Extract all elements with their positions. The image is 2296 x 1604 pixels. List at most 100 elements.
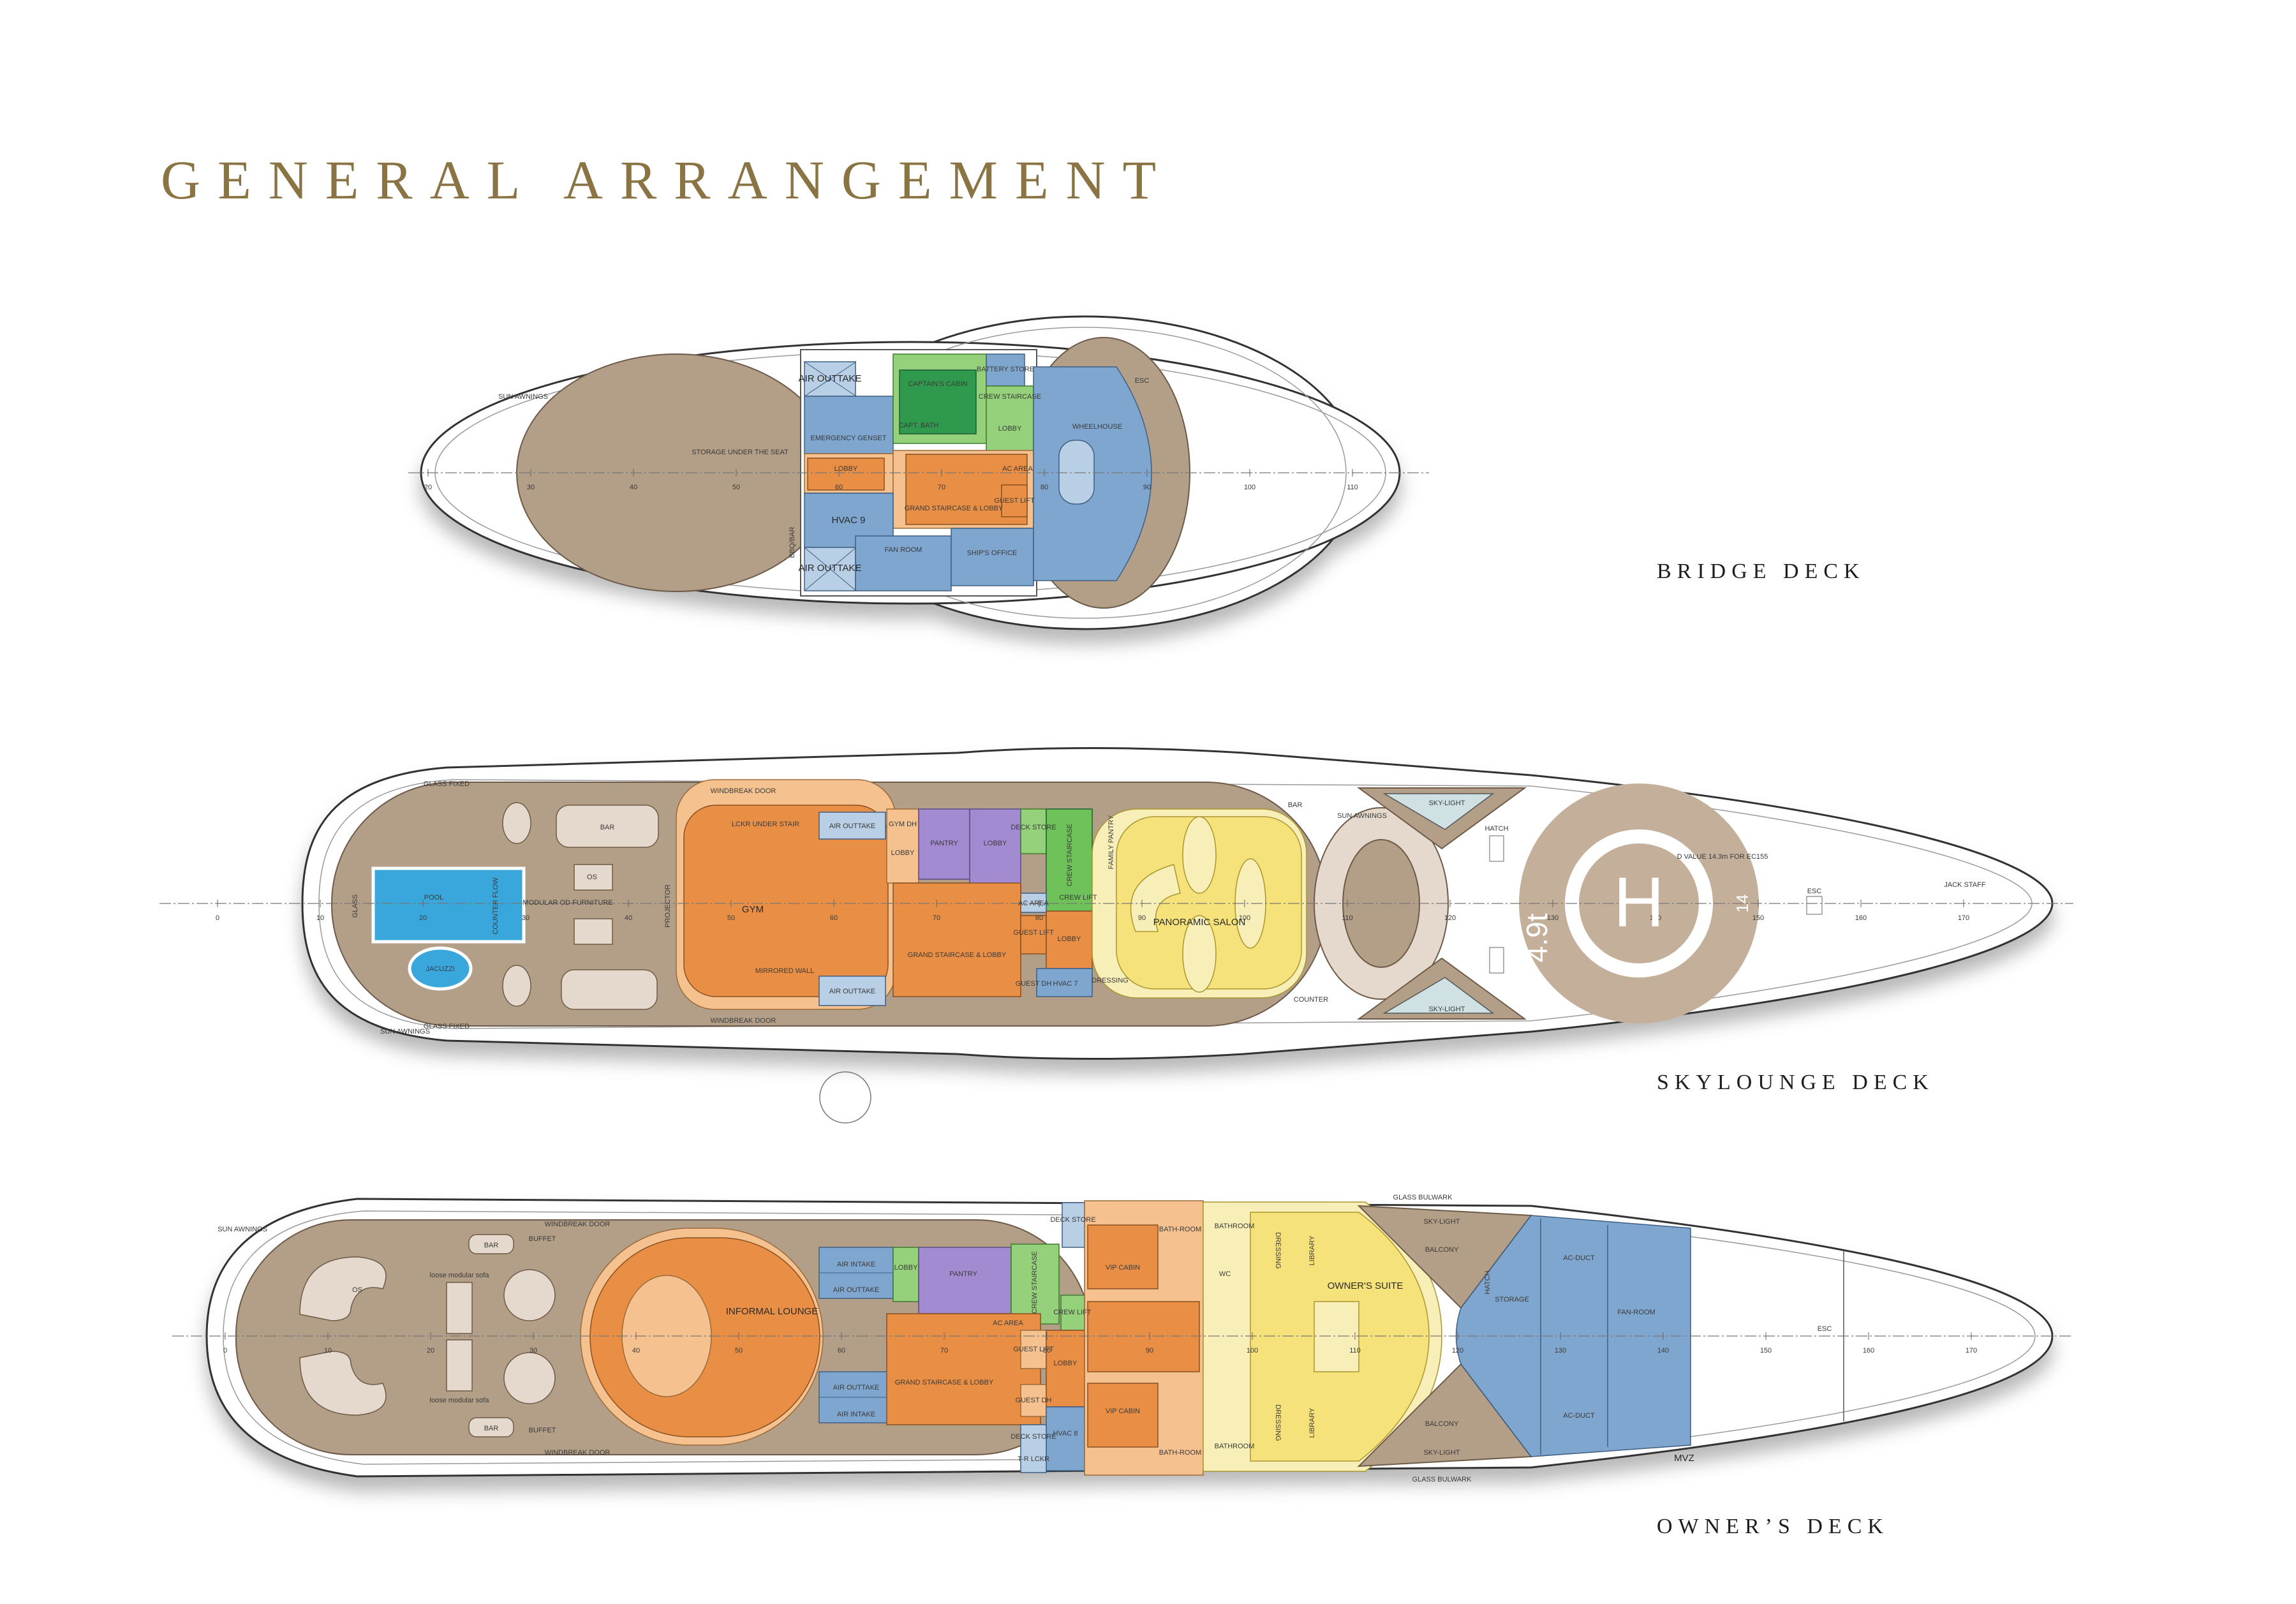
room-label: FAMILY PANTRY xyxy=(1107,815,1115,869)
helipad-weight-marking: 4.9t xyxy=(1520,913,1553,962)
bridge-guest-lift xyxy=(1001,484,1028,517)
aft-bar xyxy=(556,805,659,848)
room-label: COUNTER FLOW xyxy=(492,877,500,935)
room-label: OS xyxy=(352,1286,362,1294)
room-label: MIRRORED WALL xyxy=(755,967,815,975)
owners-hull-inner-line xyxy=(223,1210,2036,1465)
helipad xyxy=(1519,783,1759,1023)
room-label: SUN AWNINGS xyxy=(1337,812,1387,820)
vip-cabin-top xyxy=(1087,1224,1159,1289)
frame-number-label: 30 xyxy=(530,1347,537,1355)
room-label: GLASS FIXED xyxy=(424,780,470,788)
salon-sofa xyxy=(1182,915,1217,993)
salon-spiral-stair xyxy=(1130,864,1181,932)
room-label: WINDBREAK DOOR xyxy=(545,1449,611,1457)
room-label: PANTRY xyxy=(930,840,958,847)
room-label: D VALUE 14.3m FOR EC155 xyxy=(1677,853,1768,861)
frame-number-label: 140 xyxy=(1650,914,1661,922)
room-label: CREW STAIRCASE xyxy=(979,393,1041,401)
room-label: AIR OUTTAKE xyxy=(829,822,876,830)
owners-storage xyxy=(1455,1215,1691,1457)
frame-number-label: 100 xyxy=(1247,1347,1258,1355)
room-label: AIR OUTTAKE xyxy=(833,1384,880,1392)
frame-number-label: 70 xyxy=(933,914,940,922)
room-label: SHIP'S OFFICE xyxy=(967,549,1018,557)
skylounge-lobby xyxy=(1046,910,1093,969)
room-label: DRESSING xyxy=(1274,1404,1282,1441)
frame-number-label: 90 xyxy=(1143,484,1151,491)
room-label: LOBBY xyxy=(894,1264,918,1272)
skylounge-deck-store xyxy=(1020,808,1047,854)
room-label: BATHROOM xyxy=(1215,1443,1255,1450)
room-label: BAR xyxy=(484,1425,499,1432)
room-label: AC-DUCT xyxy=(1563,1412,1595,1420)
frame-number-label: 130 xyxy=(1555,1347,1566,1355)
room-label: GUEST DH xyxy=(1016,980,1052,988)
room-label: WINDBREAK DOOR xyxy=(545,1221,611,1228)
skylounge-pantry-lobby xyxy=(969,808,1021,893)
room-label: WINDBREAK DOOR xyxy=(711,1017,776,1025)
sunbed xyxy=(574,864,613,891)
room-label: ESC xyxy=(1818,1325,1832,1333)
room-label: LOBBY xyxy=(1054,1360,1078,1367)
bridge-emergency-genset xyxy=(804,396,894,454)
owners-deck-label: OWNER’S DECK xyxy=(1657,1515,1889,1538)
room-label: BAR xyxy=(1288,801,1303,809)
owners-crew-staircase xyxy=(1011,1244,1060,1325)
room-label: STORAGE xyxy=(1495,1296,1529,1303)
room-label: AIR OUTTAKE xyxy=(799,563,862,574)
tender-crane-outline xyxy=(819,1071,871,1124)
page-title: GENERAL ARRANGEMENT xyxy=(161,149,1174,211)
bridge-fan-room xyxy=(855,535,952,591)
frame-number-label: 160 xyxy=(1863,1347,1874,1355)
owners-guest-lift xyxy=(1020,1330,1047,1369)
frame-number-label: 50 xyxy=(727,914,735,922)
room-label: CREW LIFT xyxy=(1053,1309,1092,1316)
frame-number-label: 50 xyxy=(732,484,740,491)
room-label: LOBBY xyxy=(1058,935,1081,943)
room-label: ESC xyxy=(1135,377,1150,385)
room-label: AIR OUTTAKE xyxy=(833,1286,880,1294)
frame-number-label: 110 xyxy=(1349,1347,1361,1355)
room-label: BAR xyxy=(484,1242,499,1249)
bridge-lobby xyxy=(807,457,885,491)
frame-number-label: 150 xyxy=(1752,914,1764,922)
room-label: LIBRARY xyxy=(1308,1235,1316,1266)
room-label: EMERGENCY GENSET xyxy=(811,434,887,442)
room-label: MODULAR OD FURNITURE xyxy=(522,899,612,907)
frame-number-label: 0 xyxy=(216,914,219,922)
room-label: AIR OUTTAKE xyxy=(799,373,862,384)
bridge-captains-cabin xyxy=(899,369,977,434)
room-label: SUN AWNINGS xyxy=(218,1226,267,1233)
dining-table-bottom xyxy=(503,1352,556,1404)
room-label: AC AREA xyxy=(993,1319,1023,1327)
skylounge-deck-label: SKYLOUNGE DECK xyxy=(1657,1071,1934,1094)
room-label: HVAC 7 xyxy=(1053,980,1078,988)
frame-number-label: 40 xyxy=(632,1347,640,1355)
gym xyxy=(683,805,889,997)
room-label: LOBBY xyxy=(891,849,915,857)
helipad-d-marking: 14 xyxy=(1733,895,1752,913)
loose-sofa-bottom xyxy=(446,1339,473,1392)
hatch-icon xyxy=(1489,835,1504,862)
frame-number-label: 60 xyxy=(830,914,838,922)
room-label: DECK STORE xyxy=(1011,824,1056,831)
room-label: SKY-LIGHT xyxy=(1423,1218,1460,1226)
pool xyxy=(371,866,526,944)
room-label: HVAC 8 xyxy=(1053,1430,1078,1437)
room-label: GUEST DH xyxy=(1016,1397,1052,1404)
bar-bottom xyxy=(468,1417,514,1437)
vip-cabin-bottom xyxy=(1087,1383,1159,1448)
skylounge-ac-area xyxy=(1020,893,1047,913)
frame-number-label: 170 xyxy=(1966,1347,1977,1355)
room-label: LOBBY xyxy=(998,425,1022,433)
helipad-h-marking: H xyxy=(1613,863,1664,942)
room-label: CREW STAIRCASE xyxy=(1031,1251,1039,1314)
room-label: BALCONY xyxy=(1425,1420,1459,1428)
skylight-bottom xyxy=(1382,977,1495,1014)
frame-number-label: 30 xyxy=(522,914,530,922)
frame-number-label: 120 xyxy=(1452,1347,1463,1355)
room-label: LIBRARY xyxy=(1308,1407,1316,1438)
frame-number-label: 10 xyxy=(324,1347,332,1355)
room-label: GRAND STAIRCASE & LOBBY xyxy=(895,1379,994,1386)
